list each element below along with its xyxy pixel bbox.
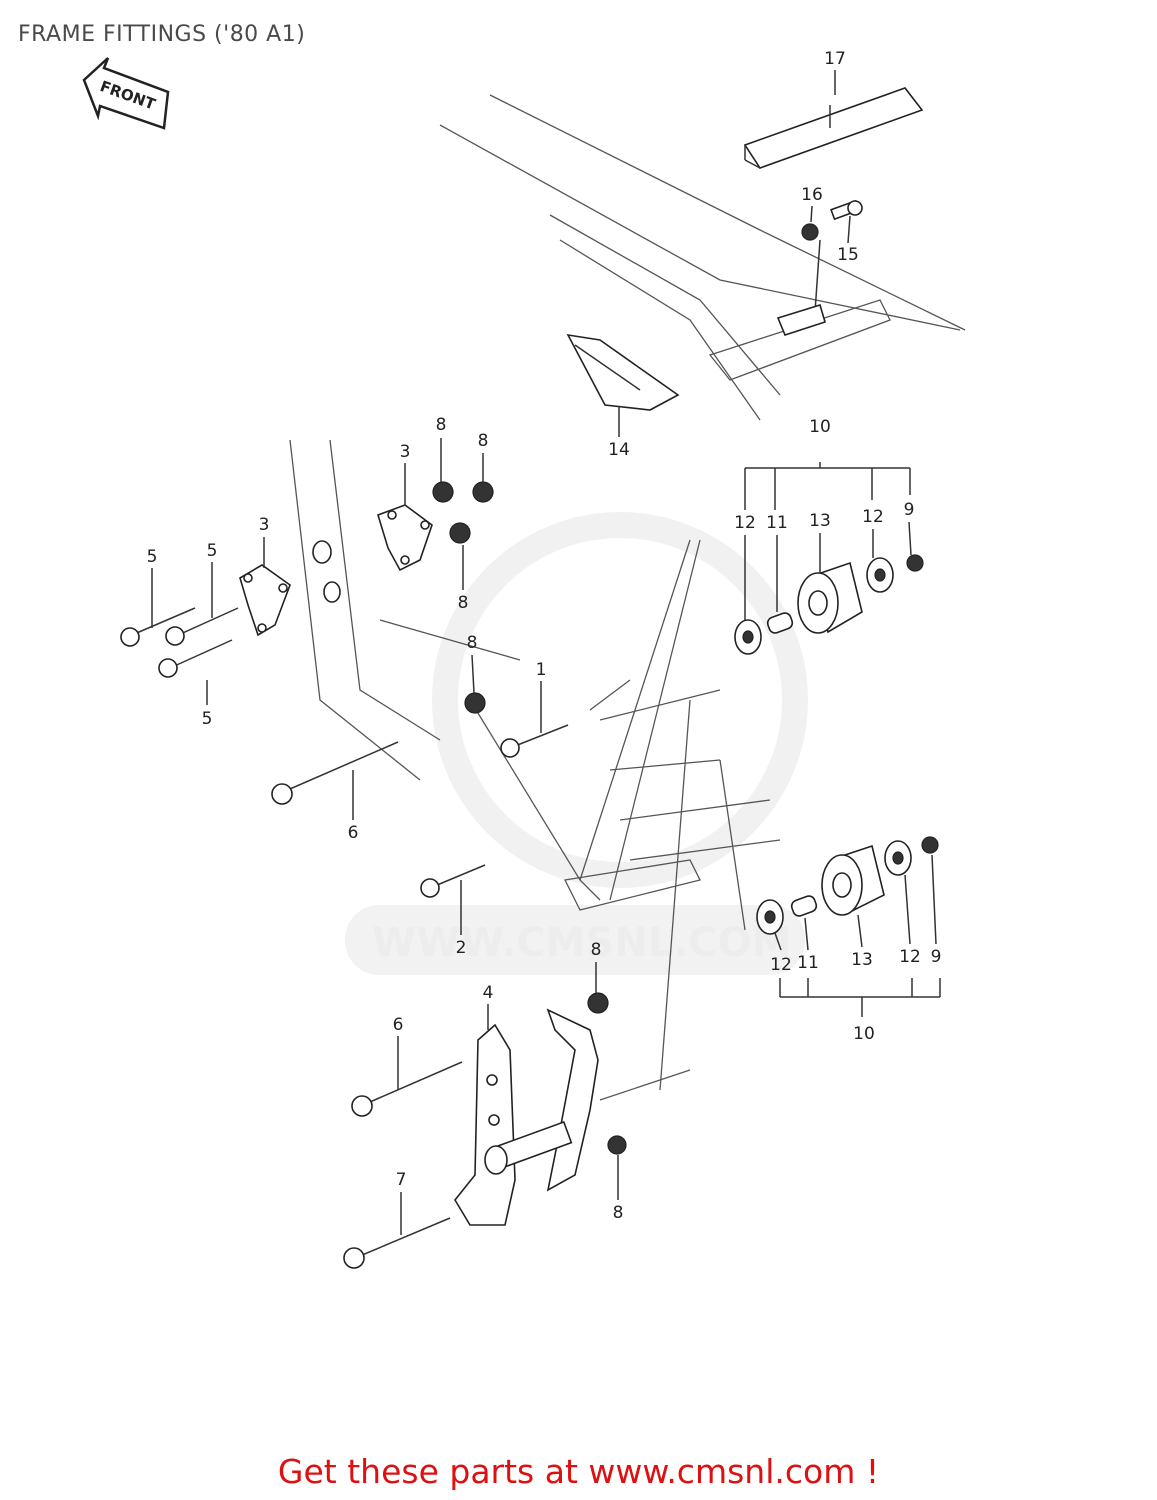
callout-label: 8 — [467, 633, 478, 653]
footer-promo-text[interactable]: Get these parts at www.cmsnl.com ! — [277, 1452, 880, 1491]
callout-label: 4 — [483, 983, 494, 1003]
callout-label: 10 — [853, 1024, 875, 1044]
roller-group-lower — [756, 840, 912, 935]
callout-label: 12 — [899, 947, 921, 967]
callout-label: 12 — [770, 955, 792, 975]
callout-label: 8 — [591, 940, 602, 960]
callout-brackets — [744, 462, 941, 1017]
watermark-text: WWW.CMSNL.COM — [372, 920, 792, 966]
bolt-2 — [420, 864, 486, 898]
callout-label: 5 — [207, 541, 218, 561]
callout-label: 8 — [478, 431, 489, 451]
callout-labels: 17 16 15 14 10 12 11 13 12 9 8 8 3 3 8 5… — [147, 49, 942, 1223]
nuts-top — [432, 481, 939, 1155]
callout-label: 11 — [766, 513, 788, 533]
callout-label: 6 — [393, 1015, 404, 1035]
callout-label: 13 — [851, 950, 873, 970]
leader-lines — [151, 70, 937, 1235]
bolts-6-7-lower — [343, 1061, 463, 1269]
cmsnl-watermark: WWW.CMSNL.COM — [345, 512, 808, 975]
callout-label: 12 — [862, 507, 884, 527]
diagram-title: FRAME FITTINGS ('80 A1) — [18, 22, 306, 47]
callout-label: 1 — [536, 660, 547, 680]
callout-label: 3 — [259, 515, 270, 535]
callout-label: 2 — [456, 938, 467, 958]
callout-label: 6 — [348, 823, 359, 843]
callout-label: 12 — [734, 513, 756, 533]
callout-label: 8 — [613, 1203, 624, 1223]
callout-label: 13 — [809, 511, 831, 531]
callout-label: 3 — [400, 442, 411, 462]
callout-label: 9 — [904, 500, 915, 520]
part-15-16-bolt-nut — [776, 199, 863, 336]
callout-label: 14 — [608, 440, 630, 460]
callout-label: 5 — [202, 709, 213, 729]
callout-label: 15 — [837, 245, 859, 265]
front-arrow-icon: FRONT — [82, 57, 170, 130]
bolts-5 — [120, 607, 239, 678]
roller-group-upper — [734, 557, 894, 655]
callout-label: 8 — [436, 415, 447, 435]
callout-label: 5 — [147, 547, 158, 567]
bolt-1 — [500, 724, 569, 758]
bolt-6-upper — [271, 741, 399, 805]
callout-label: 11 — [797, 953, 819, 973]
part-14-chain-guard — [566, 333, 680, 411]
callout-label: 17 — [824, 49, 846, 69]
part-17-rubber-pad — [743, 87, 924, 169]
callout-label: 9 — [931, 947, 942, 967]
callout-label: 8 — [458, 593, 469, 613]
callout-label: 16 — [801, 185, 823, 205]
callout-label: 10 — [809, 417, 831, 437]
part-4-bracket — [454, 1008, 599, 1226]
callout-label: 7 — [396, 1170, 407, 1190]
